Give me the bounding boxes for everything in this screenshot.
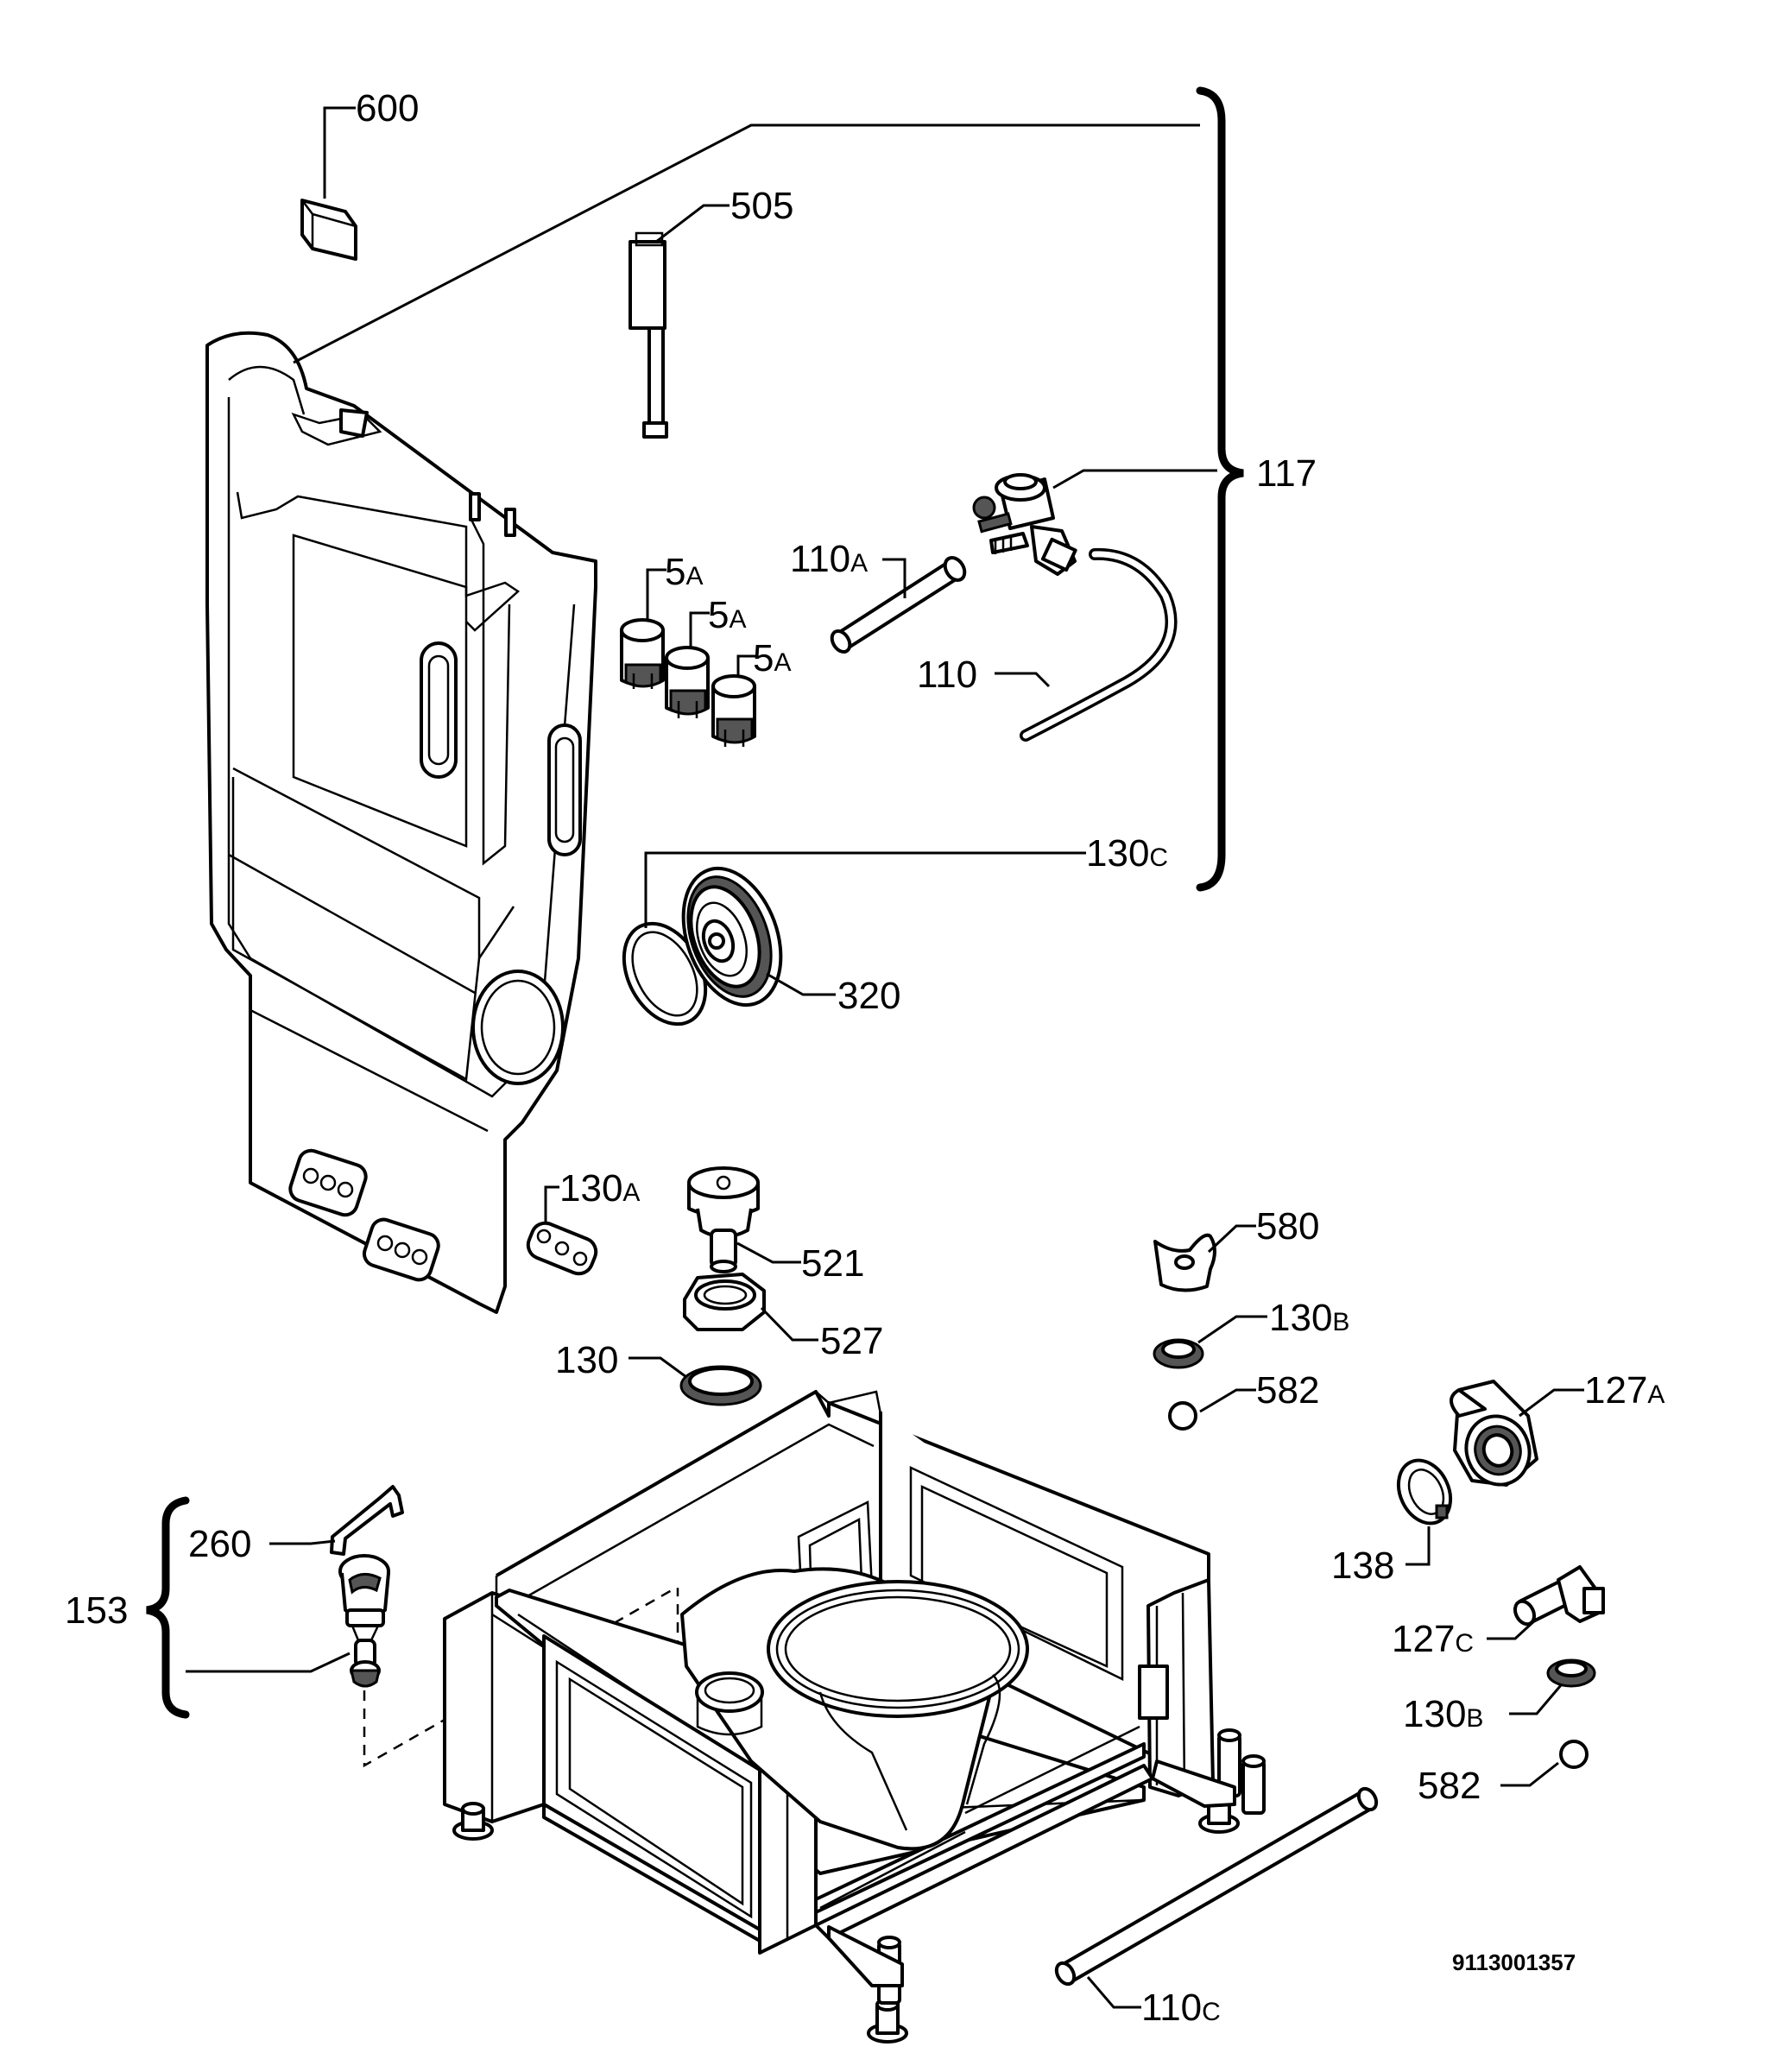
label-505: 505 [730, 185, 793, 227]
leader-110a [882, 558, 906, 598]
drawing-code: 9113001357 [1452, 1949, 1576, 1975]
part-527 [683, 1273, 766, 1331]
leader-582-1 [1199, 1388, 1256, 1413]
label-130: 130 [555, 1339, 618, 1381]
leader-527 [760, 1306, 818, 1342]
part-582-1 [1168, 1401, 1197, 1431]
part-5a-2 [665, 646, 710, 718]
side-panel [205, 331, 597, 1314]
leader-130b-1 [1197, 1315, 1267, 1344]
part-320 [681, 866, 783, 1008]
leader-505 [655, 204, 730, 243]
leader-153 [186, 1652, 351, 1673]
part-117-valve [972, 473, 1077, 576]
leader-260 [269, 1539, 336, 1545]
part-110a [830, 555, 967, 654]
part-130 [679, 1365, 762, 1406]
part-138 [1396, 1458, 1453, 1526]
part-127a [1450, 1380, 1538, 1487]
label-5a-1: 5A [665, 551, 704, 593]
label-110a: 110A [790, 538, 868, 580]
label-127c: 127C [1392, 1618, 1474, 1660]
panel-vent-1 [288, 1148, 368, 1217]
label-5a-2: 5A [708, 594, 747, 636]
leader-600 [323, 106, 356, 199]
leader-117 [1052, 469, 1217, 490]
foot-back-left [452, 1802, 494, 1841]
part-110-hose [1020, 547, 1178, 742]
panel-vent-2 [362, 1217, 440, 1282]
leader-580 [1207, 1224, 1256, 1254]
label-130b-2: 130B [1403, 1693, 1483, 1735]
leader-130a [544, 1185, 559, 1222]
part-130b-2 [1546, 1658, 1596, 1688]
label-5a-3: 5A [753, 637, 792, 679]
base-frame [443, 1390, 1266, 2044]
label-130b-1: 130B [1269, 1297, 1349, 1339]
leader-117-top [293, 123, 1200, 364]
label-580: 580 [1256, 1205, 1319, 1248]
label-127a: 127A [1584, 1369, 1664, 1412]
label-117: 117 [1256, 452, 1317, 495]
label-582-1: 582 [1256, 1369, 1319, 1412]
part-153 [338, 1554, 390, 1688]
leader-110c [1086, 1976, 1141, 2009]
part-127c [1513, 1565, 1605, 1627]
label-260: 260 [188, 1523, 251, 1565]
label-110: 110 [917, 654, 977, 696]
brace-117 [1196, 86, 1244, 892]
leader-5a-3 [736, 654, 755, 676]
label-130c: 130C [1086, 832, 1168, 875]
leader-130c [644, 851, 1086, 928]
part-582-2 [1559, 1740, 1589, 1769]
leader-127c [1487, 1617, 1538, 1640]
label-600: 600 [356, 87, 419, 130]
label-130a: 130A [559, 1167, 640, 1210]
leader-110 [995, 672, 1051, 688]
part-580 [1153, 1233, 1216, 1292]
part-5a-3 [711, 674, 756, 747]
brace-153 [146, 1496, 190, 1719]
leader-138 [1405, 1526, 1431, 1566]
part-5a-1 [620, 618, 665, 689]
label-110c: 110C [1141, 1987, 1221, 2029]
part-130a [526, 1221, 598, 1276]
label-138: 138 [1331, 1545, 1394, 1587]
label-582-2: 582 [1418, 1765, 1481, 1807]
part-521 [687, 1166, 760, 1273]
part-110c [1054, 1786, 1379, 1987]
label-320: 320 [837, 975, 900, 1017]
leader-127a [1519, 1388, 1584, 1418]
label-153: 153 [65, 1589, 128, 1632]
label-527: 527 [820, 1320, 883, 1362]
leader-5a-1 [646, 568, 666, 620]
leader-320 [766, 972, 836, 996]
leader-582-2 [1500, 1761, 1559, 1787]
leader-521 [736, 1241, 801, 1264]
part-260 [330, 1485, 404, 1556]
leader-130b-2 [1509, 1684, 1563, 1715]
leader-5a-2 [689, 611, 710, 648]
part-505 [629, 231, 668, 439]
foot-front [867, 1998, 908, 2044]
label-521: 521 [801, 1242, 864, 1285]
part-110-hose-inner [1022, 551, 1175, 739]
part-130b-1 [1153, 1338, 1204, 1369]
leader-130 [629, 1356, 687, 1379]
part-600 [300, 199, 357, 261]
